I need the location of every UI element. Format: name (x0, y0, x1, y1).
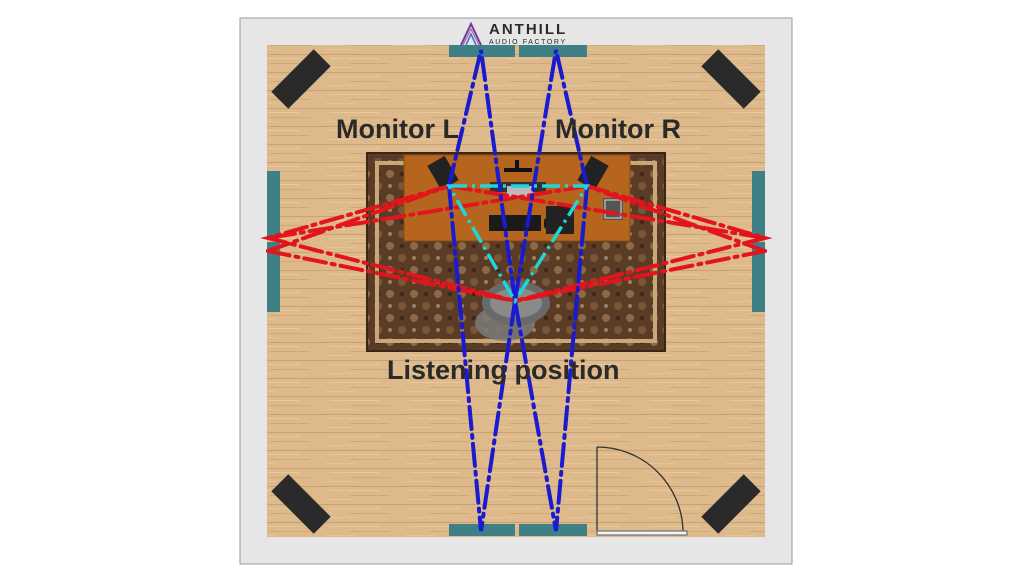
panel-front-right (519, 45, 587, 57)
stereo-triangle (445, 184, 591, 305)
monitor-left-label: Monitor L (336, 114, 459, 144)
listening-position-label: Listening position (387, 355, 620, 385)
door (596, 446, 688, 536)
bass-trap-bottom-left (271, 474, 331, 534)
logo-subtitle: AUDIO FACTORY (489, 39, 567, 46)
panel-back-right (519, 524, 587, 536)
panel-left-bottom (267, 242, 280, 312)
bass-trap-bottom-right (701, 474, 761, 534)
bass-trap-top-left (271, 49, 331, 109)
anthill-logo-icon (460, 21, 482, 46)
monitor-right-label: Monitor R (555, 114, 681, 144)
panel-left-top (267, 171, 280, 238)
bass-trap-top-right (701, 49, 761, 109)
mixer (603, 198, 623, 220)
logo-name: ANTHILL (489, 21, 568, 38)
keyboard (489, 215, 541, 231)
brand-logo: ANTHILL AUDIO FACTORY (458, 20, 567, 48)
panel-right-bottom (752, 242, 765, 312)
front-back-reflection-paths (447, 49, 589, 532)
panel-right-top (752, 171, 765, 238)
